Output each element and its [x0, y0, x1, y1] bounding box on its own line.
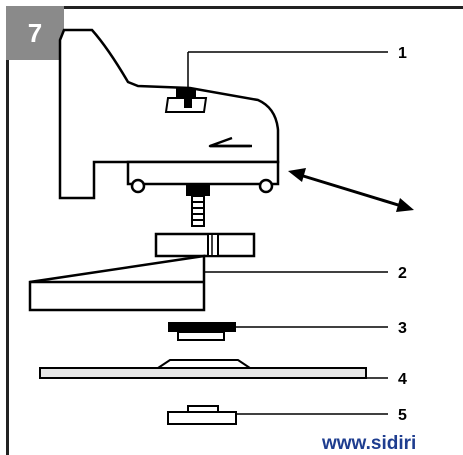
- spindle: [186, 184, 210, 227]
- grinding-disc: [39, 359, 367, 379]
- spindle-lock-button: [164, 88, 208, 113]
- figure-frame: [6, 6, 463, 455]
- adjustment-double-arrow: [288, 168, 414, 212]
- callout-label-1: 1: [398, 45, 407, 62]
- head-base-plate: [126, 160, 280, 186]
- figure-number-badge: 7: [6, 6, 64, 60]
- support-flange: [168, 322, 236, 341]
- watermark-text: www.sidiri: [322, 433, 417, 454]
- clamping-nut: [167, 405, 237, 425]
- rotation-direction-arrow: [208, 136, 252, 148]
- callout-label-2: 2: [398, 265, 407, 282]
- head-foot-left: [130, 178, 146, 194]
- callout-label-3: 3: [398, 320, 407, 337]
- head-foot-right: [258, 178, 274, 194]
- protective-guard: [28, 232, 256, 312]
- callout-label-4: 4: [398, 371, 407, 388]
- callout-label-5: 5: [398, 407, 407, 424]
